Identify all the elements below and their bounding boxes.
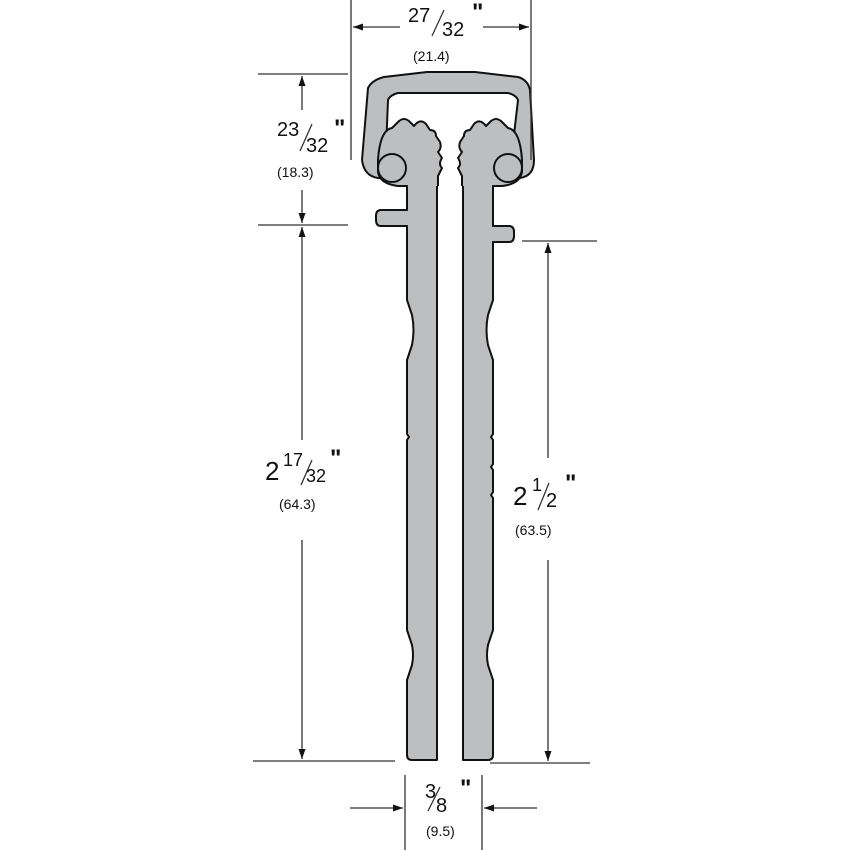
svg-text:8: 8 xyxy=(436,795,447,817)
svg-text:32: 32 xyxy=(442,19,464,41)
svg-text:(9.5): (9.5) xyxy=(426,823,455,839)
left-hinge-leaf xyxy=(375,118,443,761)
svg-text:27: 27 xyxy=(408,5,430,27)
svg-text:2: 2 xyxy=(265,456,279,486)
svg-text:(63.5): (63.5) xyxy=(515,522,552,538)
right-hinge-leaf xyxy=(457,118,523,761)
dim-left-leaf-length: 2 17 32 " (64.3) xyxy=(265,445,341,512)
leaf-gap xyxy=(438,186,462,760)
dim-top-width: 27 32 " (21.4) xyxy=(408,0,483,64)
svg-text:17: 17 xyxy=(283,450,303,470)
svg-text:": " xyxy=(330,445,341,472)
svg-text:1: 1 xyxy=(532,475,542,495)
dim-cover-height: 23 32 " (18.3) xyxy=(277,115,345,180)
svg-text:3: 3 xyxy=(425,781,436,803)
right-knuckle xyxy=(493,153,523,183)
svg-text:": " xyxy=(472,0,483,26)
hinge-profile xyxy=(361,71,535,761)
svg-text:32: 32 xyxy=(306,135,328,157)
dim-right-leaf-length: 2 1 2 " (63.5) xyxy=(513,470,576,538)
svg-text:(21.4): (21.4) xyxy=(413,48,450,64)
dim-bottom-width: 3 8 " (9.5) xyxy=(425,775,471,839)
svg-text:2: 2 xyxy=(546,490,557,512)
svg-text:32: 32 xyxy=(306,466,326,486)
svg-text:": " xyxy=(334,115,345,142)
svg-text:": " xyxy=(460,775,471,802)
svg-text:23: 23 xyxy=(277,119,299,141)
left-knuckle xyxy=(377,153,407,183)
svg-text:(18.3): (18.3) xyxy=(277,164,314,180)
svg-text:(64.3): (64.3) xyxy=(279,496,316,512)
dimension-lines xyxy=(253,0,597,850)
svg-text:": " xyxy=(565,470,576,497)
svg-text:2: 2 xyxy=(513,481,527,511)
